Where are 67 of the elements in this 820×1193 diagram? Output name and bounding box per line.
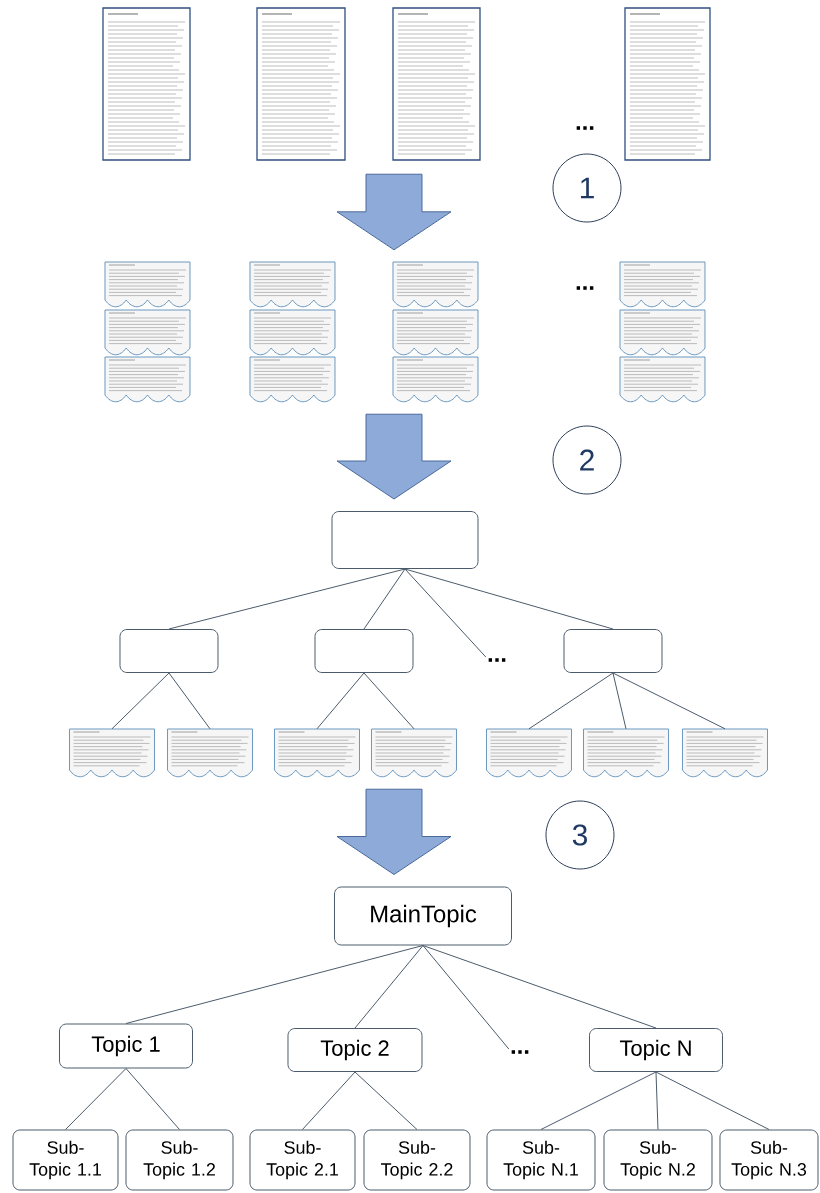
document-page bbox=[624, 7, 711, 161]
topic-box: Topic 2 bbox=[287, 1028, 423, 1072]
document-snippet bbox=[619, 261, 706, 308]
connector-line bbox=[111, 672, 170, 730]
empty-box bbox=[331, 511, 479, 569]
subtopic-box: Sub- Topic N.2 bbox=[603, 1129, 713, 1191]
ellipsis: ... bbox=[488, 658, 506, 662]
block-arrow bbox=[336, 413, 452, 500]
connector-line bbox=[65, 1068, 127, 1130]
block-arrow bbox=[336, 173, 452, 251]
document-snippet bbox=[619, 356, 706, 403]
document-snippet bbox=[682, 728, 768, 778]
document-snippet bbox=[583, 728, 669, 778]
connector-line bbox=[302, 1071, 356, 1130]
connector-line bbox=[404, 568, 614, 630]
connector-line bbox=[125, 945, 424, 1024]
document-snippet bbox=[274, 728, 360, 778]
document-snippet bbox=[104, 309, 191, 356]
connector-line bbox=[655, 1071, 770, 1130]
subtopic-box: Sub- Topic 1.2 bbox=[125, 1129, 234, 1191]
subtopic-box: Sub- Topic 2.2 bbox=[363, 1129, 471, 1191]
connector-line bbox=[540, 1071, 657, 1130]
document-snippet bbox=[249, 309, 336, 356]
document-snippet bbox=[104, 356, 191, 403]
empty-box bbox=[119, 629, 219, 673]
connector-line bbox=[422, 945, 657, 1029]
connector-line bbox=[655, 1071, 659, 1130]
connector-line bbox=[168, 672, 211, 730]
topic-box: Topic 1 bbox=[59, 1023, 193, 1069]
connector-line bbox=[316, 672, 365, 730]
empty-box bbox=[314, 629, 414, 673]
document-snippet bbox=[392, 309, 479, 356]
connector-line bbox=[354, 945, 424, 1029]
document-snippet bbox=[371, 728, 457, 778]
ellipsis: ... bbox=[576, 126, 594, 130]
document-snippet bbox=[69, 728, 155, 778]
subtopic-box: Sub- Topic 1.1 bbox=[12, 1129, 119, 1191]
topic-box: MainTopic bbox=[334, 886, 512, 946]
document-page bbox=[256, 7, 346, 161]
connector-line bbox=[363, 568, 406, 630]
ellipsis: ... bbox=[576, 286, 594, 290]
topic-box: Topic N bbox=[589, 1028, 723, 1072]
connector-line bbox=[612, 672, 627, 730]
document-page bbox=[392, 7, 481, 161]
document-snippet bbox=[486, 728, 572, 778]
connector-line bbox=[168, 568, 406, 630]
document-snippet bbox=[619, 309, 706, 356]
connector-line bbox=[363, 672, 415, 730]
connector-line bbox=[422, 945, 510, 1050]
document-page bbox=[102, 7, 191, 161]
connector-line bbox=[404, 568, 487, 658]
document-snippet bbox=[249, 261, 336, 308]
subtopic-box: Sub- Topic N.3 bbox=[719, 1129, 819, 1191]
document-snippet bbox=[167, 728, 253, 778]
subtopic-box: Sub- Topic N.1 bbox=[486, 1129, 596, 1191]
empty-box bbox=[563, 629, 663, 673]
block-arrow bbox=[336, 788, 452, 875]
document-snippet bbox=[392, 356, 479, 403]
connector-line bbox=[354, 1071, 418, 1130]
connector-line bbox=[125, 1068, 180, 1130]
connector-line bbox=[612, 672, 726, 730]
ellipsis: ... bbox=[511, 1050, 529, 1054]
document-snippet bbox=[104, 261, 191, 308]
document-snippet bbox=[249, 356, 336, 403]
document-snippet bbox=[392, 261, 479, 308]
subtopic-box: Sub- Topic 2.1 bbox=[249, 1129, 356, 1191]
connector-line bbox=[528, 672, 614, 730]
